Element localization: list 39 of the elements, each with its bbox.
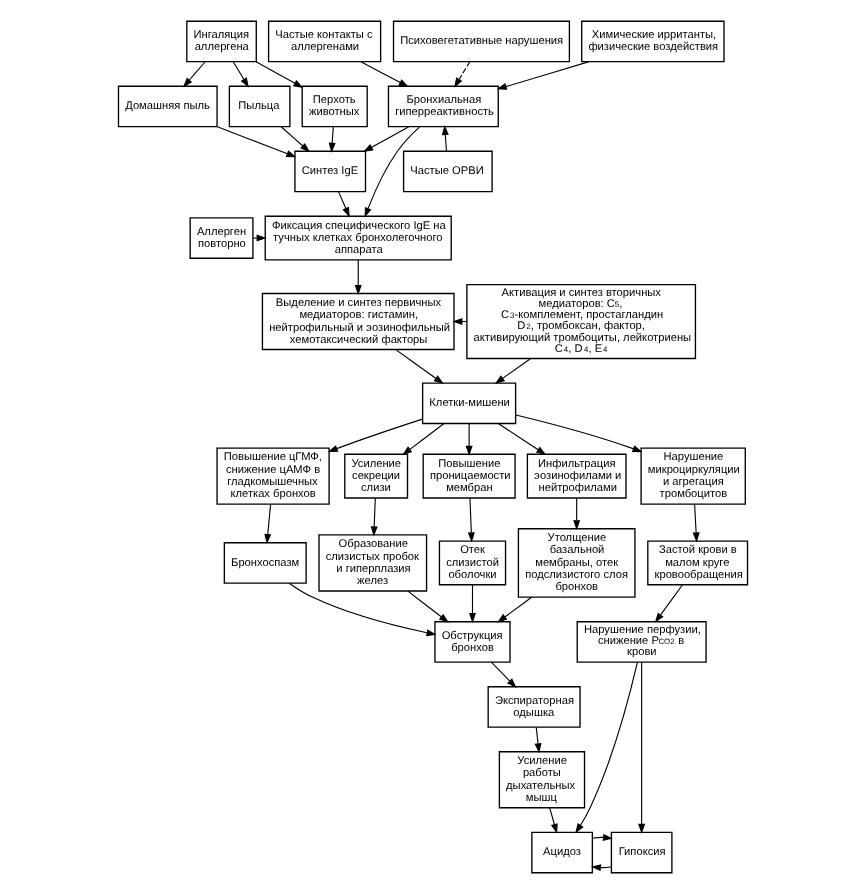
arrow bbox=[592, 833, 614, 841]
arrow bbox=[280, 126, 311, 153]
arrow bbox=[216, 126, 297, 158]
arrow bbox=[252, 234, 267, 242]
arrow bbox=[534, 726, 542, 754]
arrow bbox=[363, 126, 410, 153]
arrow bbox=[467, 497, 475, 543]
arrow bbox=[638, 661, 646, 834]
arrow bbox=[692, 503, 700, 543]
arrow bbox=[360, 61, 409, 88]
arrow bbox=[497, 422, 547, 456]
arrow bbox=[232, 61, 249, 88]
arrow bbox=[402, 423, 445, 456]
arrow bbox=[590, 864, 612, 872]
arrow bbox=[496, 61, 590, 90]
arrow bbox=[497, 596, 533, 623]
arrow bbox=[468, 584, 476, 624]
arrow bbox=[654, 584, 683, 623]
arrow bbox=[490, 661, 517, 688]
arrow bbox=[575, 661, 638, 834]
arrow bbox=[327, 418, 423, 453]
arrow bbox=[573, 497, 581, 531]
arrow bbox=[255, 61, 304, 88]
arrow bbox=[264, 503, 272, 545]
arrow bbox=[364, 126, 421, 218]
arrow bbox=[407, 590, 449, 623]
arrow bbox=[354, 259, 362, 296]
arrow bbox=[465, 423, 473, 456]
arrow bbox=[183, 61, 206, 88]
arrow bbox=[494, 358, 531, 384]
arrow bbox=[441, 125, 449, 152]
arrow bbox=[549, 807, 558, 834]
arrow bbox=[395, 349, 444, 385]
arrow bbox=[338, 191, 350, 218]
arrow bbox=[454, 61, 471, 88]
arrow bbox=[328, 126, 336, 153]
arrow bbox=[515, 414, 643, 453]
arrow bbox=[370, 497, 378, 537]
arrow bbox=[288, 582, 437, 637]
